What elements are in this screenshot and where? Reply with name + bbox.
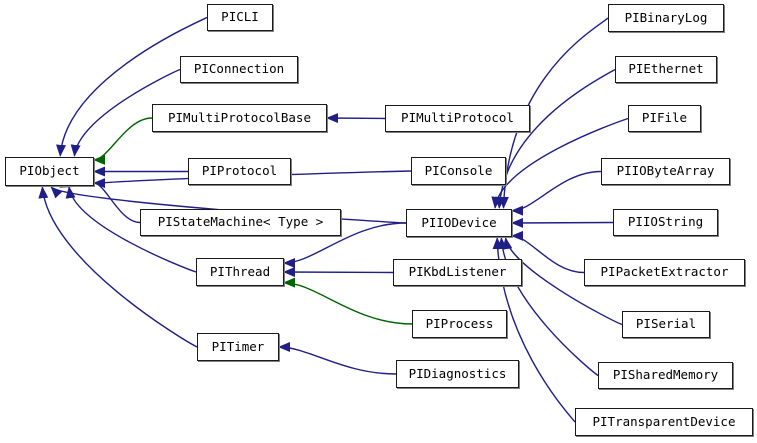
class-node-pibinarylog[interactable]: PIBinaryLog [608, 4, 724, 32]
class-node-piiodevice[interactable]: PIIODevice [406, 209, 512, 237]
class-node-pithread[interactable]: PIThread [196, 258, 284, 286]
class-node-piobject[interactable]: PIObject [5, 157, 94, 186]
class-node-label: PIBinaryLog [624, 9, 708, 25]
class-node-piiobytearray[interactable]: PIIOByteArray [601, 158, 730, 185]
class-node-piprotocol[interactable]: PIProtocol [188, 158, 291, 185]
class-node-pitimer[interactable]: PITimer [197, 333, 279, 361]
class-node-pitransparentdevice[interactable]: PITransparentDevice [575, 408, 753, 436]
class-node-label: PIStateMachine< Type > [157, 214, 324, 230]
edge-pithread-to-piobject [65, 186, 197, 273]
class-node-label: PIConnection [193, 61, 285, 77]
class-node-label: PIProtocol [201, 163, 278, 179]
edge-pimultiprotocolbase-to-piobject [93, 117, 153, 165]
class-node-label: PIIOString [627, 214, 704, 230]
class-node-piconnection[interactable]: PIConnection [180, 56, 298, 83]
class-node-pisharedmemory[interactable]: PISharedMemory [598, 362, 733, 389]
edge-pidiagnostics-to-pitimer [278, 342, 397, 375]
class-node-label: PIIOByteArray [616, 163, 715, 179]
class-node-label: PISerial [635, 316, 697, 332]
edge-piiobytearray-to-piiodevice [511, 170, 602, 216]
class-node-label: PIThread [209, 263, 271, 279]
edge-picli-to-piobject [56, 16, 208, 157]
class-node-pimultiprotocol[interactable]: PIMultiProtocol [385, 105, 530, 132]
class-node-label: PIObject [19, 163, 80, 179]
class-node-pistatemachine[interactable]: PIStateMachine< Type > [140, 209, 341, 236]
edge-pikbdlistener-to-pithread [283, 267, 394, 278]
class-node-pifile[interactable]: PIFile [628, 105, 701, 132]
class-node-label: PIFile [641, 110, 688, 126]
class-node-picli[interactable]: PICLI [207, 4, 273, 31]
class-node-label: PIKbdListener [408, 264, 507, 280]
edge-pifile-to-piiodevice [491, 117, 629, 209]
edge-piconnection-to-piobject [70, 68, 181, 157]
class-node-piiostring[interactable]: PIIOString [613, 209, 718, 236]
class-node-label: PIPacketExtractor [600, 264, 729, 280]
class-node-label: PIMultiProtocol [401, 110, 514, 126]
class-node-label: PIProcess [425, 315, 494, 331]
edge-pitimer-to-piobject [38, 186, 198, 348]
class-node-label: PISharedMemory [612, 367, 719, 383]
edge-pistatemachine-to-piobject [93, 178, 141, 224]
edge-piprocess-to-pithread [283, 277, 413, 325]
edge-piserial-to-piiodevice [502, 237, 623, 326]
edge-pibinarylog-to-piiodevice [498, 17, 609, 209]
edge-piiodevice-to-pithread [283, 222, 407, 269]
edge-pipacketextractor-to-piiodevice [511, 230, 585, 274]
class-node-piconsole[interactable]: PIConsole [411, 157, 506, 185]
class-node-label: PITimer [211, 338, 265, 354]
class-node-label: PIMultiProtocolBase [168, 109, 311, 125]
class-node-pikbdlistener[interactable]: PIKbdListener [393, 259, 522, 286]
edge-pimultiprotocol-to-pimultiprotocolbase [326, 113, 386, 124]
class-node-piprocess[interactable]: PIProcess [412, 310, 507, 338]
class-node-pipacketextractor[interactable]: PIPacketExtractor [584, 259, 745, 286]
class-node-label: PIEthernet [628, 61, 704, 77]
edge-piiostring-to-piiodevice [511, 217, 614, 228]
class-node-label: PIConsole [424, 162, 493, 178]
class-node-label: PIDiagnostics [408, 365, 507, 381]
class-node-pidiagnostics[interactable]: PIDiagnostics [396, 360, 519, 388]
class-node-piserial[interactable]: PISerial [622, 311, 710, 338]
class-node-piethernet[interactable]: PIEthernet [615, 56, 717, 83]
class-node-label: PICLI [221, 9, 259, 25]
class-node-label: PITransparentDevice [592, 413, 736, 429]
class-node-pimultiprotocolbase[interactable]: PIMultiProtocolBase [152, 104, 327, 132]
class-node-label: PIIODevice [421, 214, 497, 230]
